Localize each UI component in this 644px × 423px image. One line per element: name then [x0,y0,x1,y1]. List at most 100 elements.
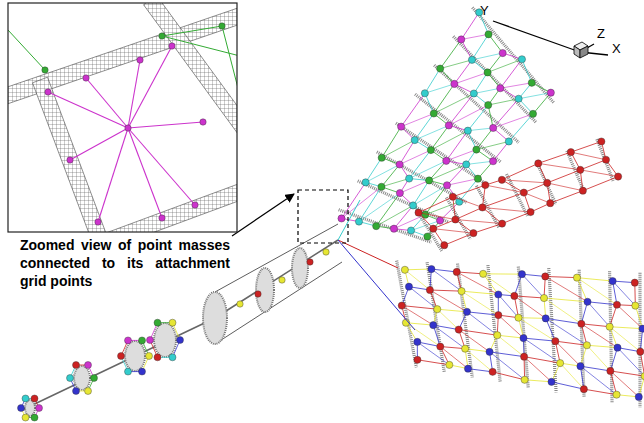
point-mass [445,122,452,129]
point-mass [489,158,496,165]
point-mass [635,393,642,400]
point-mass [255,291,261,297]
point-mass [505,138,512,145]
point-mass [452,216,459,223]
mass-link [524,357,560,363]
mass-link [359,187,381,222]
mass-link [493,372,525,380]
point-mass [85,387,92,394]
point-mass [177,337,184,344]
point-mass [125,125,131,131]
axis-triad [493,21,608,58]
point-mass [18,405,25,412]
mass-link [588,302,610,327]
mass-link [405,270,430,290]
wing-rib [415,94,501,162]
mass-link [222,26,237,96]
grid-band [144,3,237,135]
point-mass [443,157,450,164]
mass-link [433,325,458,329]
point-mass [485,101,492,108]
point-mass [464,127,471,134]
mass-link [524,357,551,382]
point-mass [542,273,549,280]
point-mass [31,414,38,421]
fuselage [18,224,343,421]
mass-link [580,160,606,170]
mass-link [86,78,128,128]
point-mass [411,136,418,143]
mass-link [366,158,382,183]
mass-link [433,229,473,233]
point-mass [474,175,481,182]
mass-link [552,382,584,389]
mass-link [382,140,415,158]
point-mass [451,80,458,87]
mass-link [359,193,400,221]
mass-link [48,92,128,128]
mass-link [555,341,587,345]
point-mass [85,362,92,369]
point-mass [540,294,547,301]
point-mass [499,49,506,56]
wing-rib [537,162,556,204]
mass-link [459,330,490,352]
point-mass [338,215,345,222]
mass-link [465,349,492,372]
mass-link [409,150,431,178]
mass-link [434,94,474,114]
mass-link [429,164,466,180]
point-mass [518,56,525,63]
mass-link [457,272,483,274]
fuselage-ring [154,323,176,357]
mass-link [440,60,472,69]
point-mass [518,271,525,278]
mass-link [482,207,502,223]
mass-link [162,26,222,36]
point-mass [495,291,502,298]
point-mass [200,119,206,125]
mass-link [400,150,431,164]
mass-link [571,152,606,160]
mass-link [454,60,472,84]
point-mass [573,274,580,281]
mass-link [462,291,499,294]
point-mass [398,302,405,309]
point-mass [528,79,535,86]
point-mass [159,215,165,221]
mass-link [459,179,478,202]
mass-link [446,131,468,161]
mass-link [381,164,399,186]
mass-link [482,207,530,212]
mass-link [468,128,493,131]
mass-link [338,240,398,268]
point-mass [406,175,413,182]
mass-link [409,287,437,310]
mass-link [617,305,643,329]
point-mass [118,353,125,360]
point-mass [192,202,198,208]
mass-link [394,205,413,228]
mass-link [429,161,446,181]
mass-link [444,233,473,245]
point-mass [401,266,408,273]
point-mass [427,146,434,153]
point-mass [154,319,161,326]
point-mass [598,138,605,145]
point-mass [542,315,549,322]
point-mass [462,345,469,352]
point-mass [426,286,433,293]
point-mass [73,362,80,369]
fuselage-ring [125,341,145,371]
point-mass [606,323,613,330]
point-mass [515,314,522,321]
mass-link [544,298,581,324]
mass-link [446,150,476,161]
mass-link [502,163,538,179]
mass-link [580,170,618,177]
mass-link [546,318,587,345]
mass-link [338,240,415,330]
point-mass [498,220,505,227]
wing-rib [457,264,472,378]
mass-link [474,88,500,93]
